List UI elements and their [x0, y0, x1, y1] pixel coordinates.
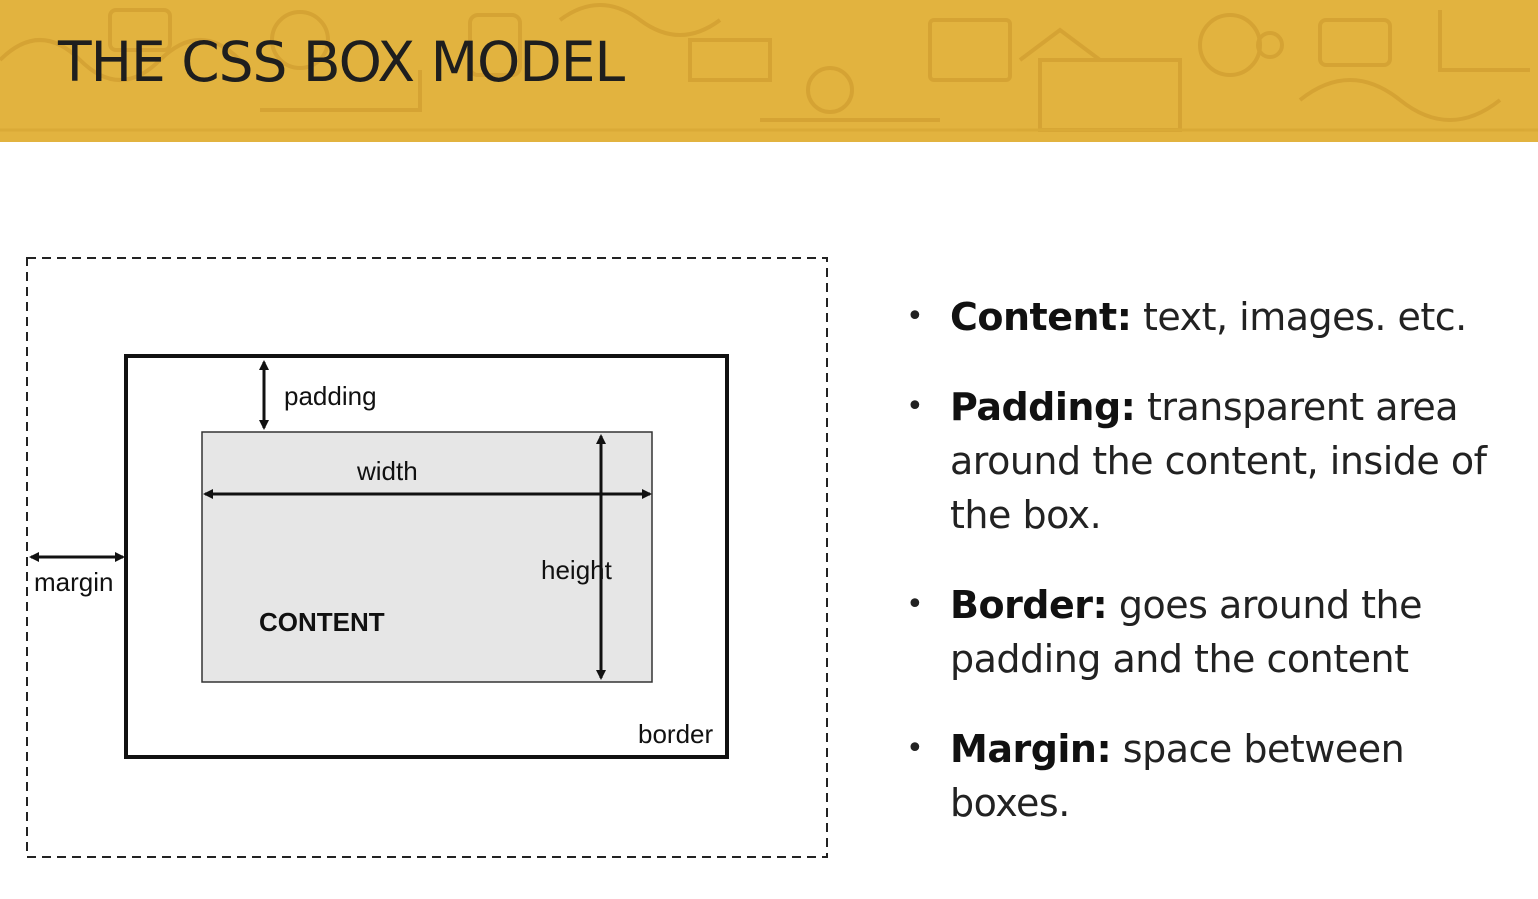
bullet-dot-icon: •: [906, 389, 924, 424]
bullet-text: text, images. etc.: [1143, 295, 1467, 339]
bullet-margin: • Margin: space between boxes.: [904, 722, 1524, 830]
slide-title: THE CSS BOX MODEL: [58, 30, 625, 94]
title-banner: THE CSS BOX MODEL: [0, 0, 1538, 142]
bullet-text: goes around the padding and the content: [950, 583, 1423, 681]
bullet-dot-icon: •: [906, 587, 924, 622]
content-label: CONTENT: [259, 607, 385, 637]
width-label: width: [356, 456, 418, 486]
border-label: border: [638, 719, 713, 749]
bullet-text: transparent area around the content, ins…: [950, 385, 1487, 537]
bullet-term: Border:: [950, 583, 1108, 627]
box-model-diagram: padding width height margin CONTENT bord…: [26, 257, 828, 858]
bullet-dot-icon: •: [906, 731, 924, 766]
bullet-padding: • Padding: transparent area around the c…: [904, 380, 1524, 542]
definition-list: • Content: text, images. etc. • Padding:…: [904, 290, 1524, 866]
margin-label: margin: [34, 567, 113, 597]
padding-label: padding: [284, 381, 377, 411]
bullet-content: • Content: text, images. etc.: [904, 290, 1524, 344]
bullet-term: Content:: [950, 295, 1132, 339]
content-box: [201, 431, 653, 683]
banner-pattern: [0, 3, 1538, 132]
bullet-border: • Border: goes around the padding and th…: [904, 578, 1524, 686]
bullet-dot-icon: •: [906, 299, 924, 334]
height-label: height: [541, 555, 613, 585]
bullet-term: Margin:: [950, 727, 1112, 771]
bullet-term: Padding:: [950, 385, 1136, 429]
bullet-text: space between boxes.: [950, 727, 1405, 825]
margin-boundary: [26, 257, 828, 858]
